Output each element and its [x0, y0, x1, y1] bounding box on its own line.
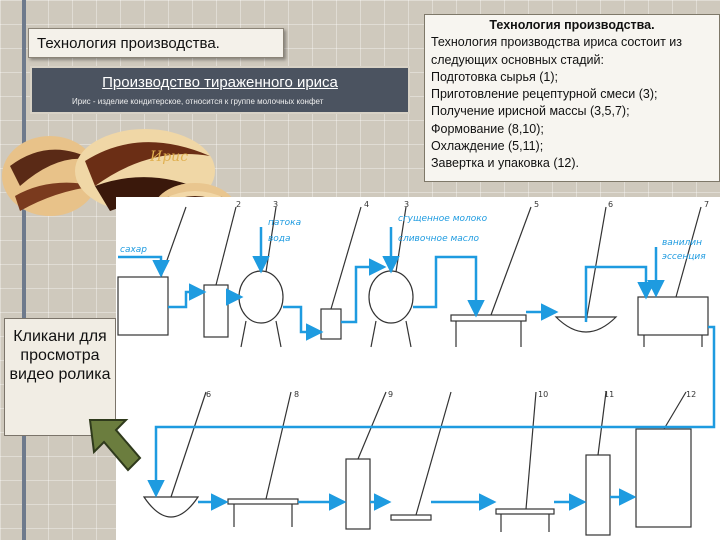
svg-text:6: 6 — [608, 200, 613, 209]
equipment-12 — [635, 428, 692, 528]
svg-text:2: 2 — [236, 200, 241, 209]
slide-title: Технология производства. — [28, 28, 284, 58]
banner-title: Производство тираженного ириса — [102, 74, 338, 91]
svg-text:5: 5 — [534, 200, 539, 209]
info-box: Технология производства. Технология прои… — [424, 14, 720, 182]
info-line: Приготовление рецептурной смеси (3); — [431, 87, 658, 102]
left-stripe — [22, 0, 26, 540]
label-molasses: патока — [268, 218, 301, 228]
svg-text:11: 11 — [604, 390, 614, 399]
info-title: Технология производства. — [489, 18, 655, 32]
info-line: Охлаждение (5,11); — [431, 139, 544, 154]
svg-text:3: 3 — [404, 200, 409, 209]
banner: Производство тираженного ириса Ирис - из… — [30, 66, 410, 114]
svg-text:10: 10 — [538, 390, 548, 399]
equipment-3b — [368, 270, 414, 324]
info-line: Подготовка сырья (1); — [431, 69, 558, 84]
label-vanillin: ванилин — [662, 238, 702, 248]
equipment-5 — [450, 314, 527, 322]
arrow-icon[interactable] — [86, 414, 144, 474]
equipment-7 — [637, 296, 709, 336]
equipment-1 — [117, 276, 169, 336]
svg-text:8: 8 — [294, 390, 299, 399]
equipment-3a — [238, 270, 284, 324]
label-butter: сливочное масло — [398, 234, 479, 244]
equipment-4 — [320, 308, 342, 340]
equipment-9 — [345, 458, 371, 530]
svg-text:4: 4 — [364, 200, 369, 209]
info-line: Получение ирисной массы (3,5,7); — [431, 104, 630, 119]
label-water: вода — [268, 234, 291, 244]
info-line: Завертка и упаковка (12). — [431, 156, 580, 171]
equipment-10b — [495, 508, 555, 515]
candy-label: Ирис — [149, 149, 188, 165]
video-link-button[interactable]: Кликани для просмотра видео ролика — [4, 318, 116, 436]
banner-subtitle: Ирис - изделие кондитерское, относится к… — [72, 97, 324, 106]
label-condensed-milk: сгущенное молоко — [398, 214, 488, 224]
equipment-8 — [227, 498, 299, 505]
label-sugar: сахар — [120, 245, 147, 255]
equipment-6b — [142, 496, 200, 518]
info-line: Технология производства ириса состоит из — [431, 35, 682, 50]
equipment-2 — [203, 284, 229, 338]
svg-text:3: 3 — [273, 200, 278, 209]
equipment-11 — [585, 454, 611, 536]
info-line: Формование (8,10); — [431, 121, 544, 136]
equipment-10a — [390, 514, 432, 521]
svg-text:12: 12 — [686, 390, 696, 399]
process-diagram: сахар патока вода сгущенное молоко сливо… — [116, 197, 720, 540]
info-line: следующих основных стадий: — [431, 52, 604, 67]
svg-text:7: 7 — [704, 200, 709, 209]
svg-text:9: 9 — [388, 390, 393, 399]
label-essence: эссенция — [662, 252, 706, 262]
svg-text:6: 6 — [206, 390, 211, 399]
equipment-6 — [554, 316, 618, 333]
